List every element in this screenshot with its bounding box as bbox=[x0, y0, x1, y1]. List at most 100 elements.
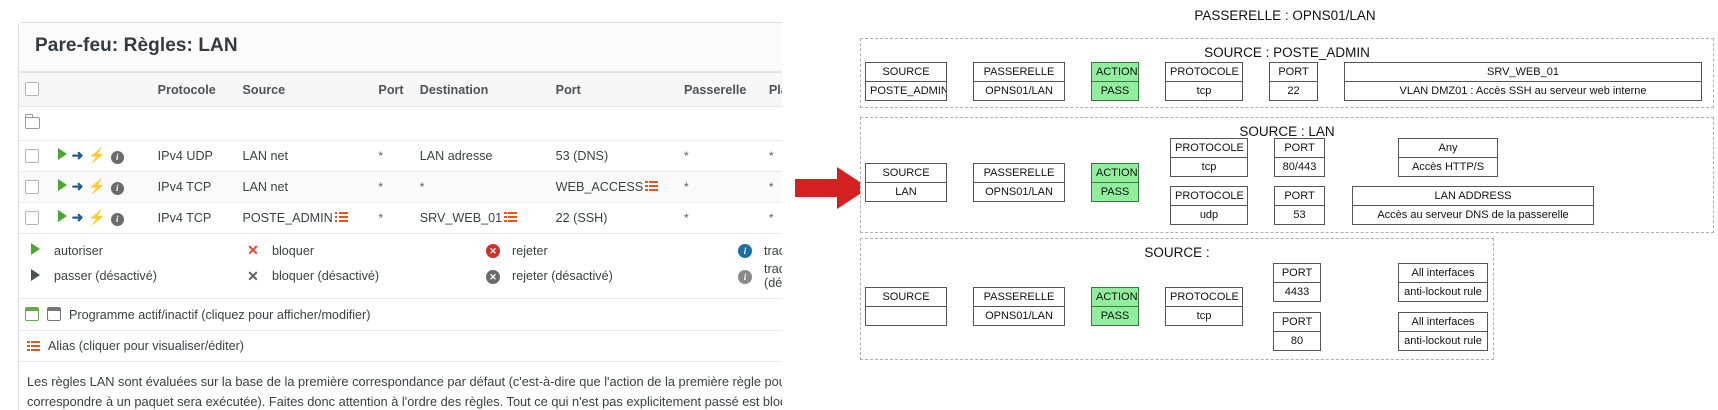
table-row[interactable]: ➜⚡i IPv4 TCP LAN net * * WEB_ACCESS * * bbox=[19, 171, 782, 203]
cell-source: LAN net bbox=[236, 171, 373, 203]
node-value: VLAN DMZ01 : Accès SSH au serveur web in… bbox=[1399, 85, 1647, 97]
row-status-icons[interactable]: ➜⚡i bbox=[51, 171, 152, 203]
node-value: udp bbox=[1199, 209, 1219, 221]
pass-triangle-green-icon bbox=[25, 243, 45, 258]
cell-port-source: * bbox=[372, 140, 414, 172]
red-pointer-arrow bbox=[795, 167, 869, 209]
block-x-grey-icon: ✕ bbox=[247, 267, 259, 284]
node-header: SOURCE bbox=[866, 288, 946, 307]
node-target-all-interfaces-a: All interfaces anti-lockout rule bbox=[1398, 263, 1488, 302]
node-header: PORT bbox=[1270, 63, 1317, 82]
cell-destination[interactable]: SRV_WEB_01 bbox=[413, 202, 550, 234]
cell-plan: * bbox=[762, 171, 782, 203]
row-status-icons[interactable]: ➜⚡i bbox=[51, 202, 152, 234]
cell-protocole: IPv4 TCP bbox=[151, 202, 237, 234]
col-header-destination[interactable]: Destination bbox=[413, 72, 550, 107]
info-icon[interactable]: i bbox=[110, 213, 124, 226]
pass-icon bbox=[57, 148, 67, 160]
col-header-port-source[interactable]: Port bbox=[372, 72, 414, 107]
folder-cell[interactable] bbox=[19, 106, 52, 141]
alias-icon[interactable] bbox=[334, 212, 348, 223]
firewall-rules-panel: Pare-feu: Règles: LAN Protocole Source P… bbox=[0, 0, 782, 410]
col-header-protocole[interactable]: Protocole bbox=[151, 72, 237, 107]
node-value: PASS bbox=[1100, 186, 1130, 198]
node-header: SRV_WEB_01 bbox=[1345, 63, 1701, 82]
pass-triangle-grey-icon bbox=[25, 268, 45, 284]
legend-label: tracer bbox=[764, 243, 782, 258]
select-all-header[interactable] bbox=[19, 72, 52, 107]
firewall-rules-card: Pare-feu: Règles: LAN Protocole Source P… bbox=[18, 22, 782, 410]
node-header: PROTOCOLE bbox=[1171, 187, 1247, 206]
cell-passerelle: * bbox=[678, 171, 763, 203]
legend-label: rejeter (désactivé) bbox=[512, 269, 613, 283]
node-value: PASS bbox=[1100, 85, 1130, 97]
cell-passerelle: * bbox=[678, 140, 763, 172]
node-port-1: PORT 22 bbox=[1269, 62, 1318, 101]
row-select-cell[interactable] bbox=[19, 202, 52, 234]
passerelle-value: * bbox=[684, 211, 689, 225]
select-all-checkbox[interactable] bbox=[25, 82, 39, 96]
bolt-icon: ⚡ bbox=[88, 147, 106, 163]
legend-item-rejeter-desactive: ✕ rejeter (désactivé) bbox=[483, 262, 735, 290]
source-value: POSTE_ADMIN bbox=[242, 211, 333, 225]
page-title: Pare-feu: Règles: LAN bbox=[35, 35, 238, 56]
legend-item-bloquer-desactive: ✕ bloquer (désactivé) bbox=[243, 262, 483, 290]
node-value: 4433 bbox=[1284, 286, 1310, 298]
node-value: POSTE_ADMIN bbox=[870, 85, 946, 97]
alias-icon[interactable] bbox=[504, 212, 518, 223]
node-source-poste-admin: SOURCE POSTE_ADMIN bbox=[865, 62, 947, 101]
alias-note-label[interactable]: Alias (cliquer pour visualiser/éditer) bbox=[48, 339, 244, 353]
row-status-icons[interactable]: ➜⚡i bbox=[51, 140, 152, 172]
col-header-plan[interactable]: Plan bbox=[762, 72, 782, 107]
node-header: PORT bbox=[1274, 313, 1320, 332]
node-header: ACTION bbox=[1092, 63, 1138, 82]
schedule-note-label[interactable]: Programme actif/inactif (cliquez pour af… bbox=[69, 307, 371, 322]
legend-label: passer (désactivé) bbox=[54, 269, 157, 283]
legend-item-tracer-desactive: i tracer (désactivé) bbox=[735, 262, 782, 290]
col-header-passerelle[interactable]: Passerelle bbox=[678, 72, 763, 107]
row-checkbox[interactable] bbox=[25, 148, 39, 163]
node-value: 53 bbox=[1293, 209, 1306, 221]
destination-value: SRV_WEB_01 bbox=[419, 211, 503, 225]
folder-icon[interactable] bbox=[24, 113, 40, 129]
panel-header: Pare-feu: Règles: LAN bbox=[19, 23, 782, 72]
col-header-port-destination[interactable]: Port bbox=[549, 72, 678, 107]
row-checkbox[interactable] bbox=[25, 179, 39, 194]
folder-spacer-4 bbox=[372, 106, 414, 141]
alias-icon bbox=[27, 340, 40, 352]
col-header-source[interactable]: Source bbox=[236, 72, 373, 107]
passerelle-value: * bbox=[684, 180, 689, 194]
table-row[interactable]: ➜⚡i IPv4 UDP LAN net * LAN adresse 53 (D… bbox=[19, 140, 782, 172]
legend-label: bloquer bbox=[272, 243, 315, 258]
reject-circle-grey-icon: ✕ bbox=[483, 269, 503, 284]
row-select-cell[interactable] bbox=[19, 171, 52, 203]
plan-value: * bbox=[768, 180, 774, 194]
arrow-right-icon: ➜ bbox=[71, 209, 84, 225]
node-header: PASSERELLE bbox=[974, 288, 1064, 307]
node-header: PORT bbox=[1274, 264, 1320, 283]
node-value: PASS bbox=[1100, 310, 1130, 322]
passerelle-value: * bbox=[684, 149, 689, 163]
info-icon[interactable]: i bbox=[110, 151, 124, 164]
row-select-cell[interactable] bbox=[19, 140, 52, 172]
node-header: PASSERELLE bbox=[974, 63, 1064, 82]
node-value: OPNS01/LAN bbox=[985, 310, 1053, 322]
cell-port-destination: 22 (SSH) bbox=[549, 202, 678, 234]
row-checkbox[interactable] bbox=[25, 210, 39, 225]
arrow-right-icon: ➜ bbox=[71, 178, 84, 194]
plan-value: * bbox=[768, 211, 774, 225]
cell-source[interactable]: POSTE_ADMIN bbox=[236, 202, 373, 234]
alias-icon[interactable] bbox=[645, 181, 659, 192]
cell-destination: LAN adresse bbox=[413, 140, 550, 172]
cell-port-destination[interactable]: WEB_ACCESS bbox=[549, 171, 678, 203]
node-target-all-interfaces-b: All interfaces anti-lockout rule bbox=[1398, 312, 1488, 351]
node-value bbox=[866, 307, 946, 325]
table-row[interactable]: ➜⚡i IPv4 TCP POSTE_ADMIN * SRV_WEB_01 22… bbox=[19, 202, 782, 234]
cell-source: LAN net bbox=[236, 140, 373, 172]
group-title: SOURCE : bbox=[1144, 245, 1210, 260]
rule-group-folder-row[interactable] bbox=[19, 106, 782, 141]
node-value: 22 bbox=[1287, 85, 1300, 97]
info-icon[interactable]: i bbox=[110, 182, 124, 195]
node-header: LAN ADDRESS bbox=[1353, 187, 1593, 206]
schedule-active-icon bbox=[25, 307, 39, 322]
